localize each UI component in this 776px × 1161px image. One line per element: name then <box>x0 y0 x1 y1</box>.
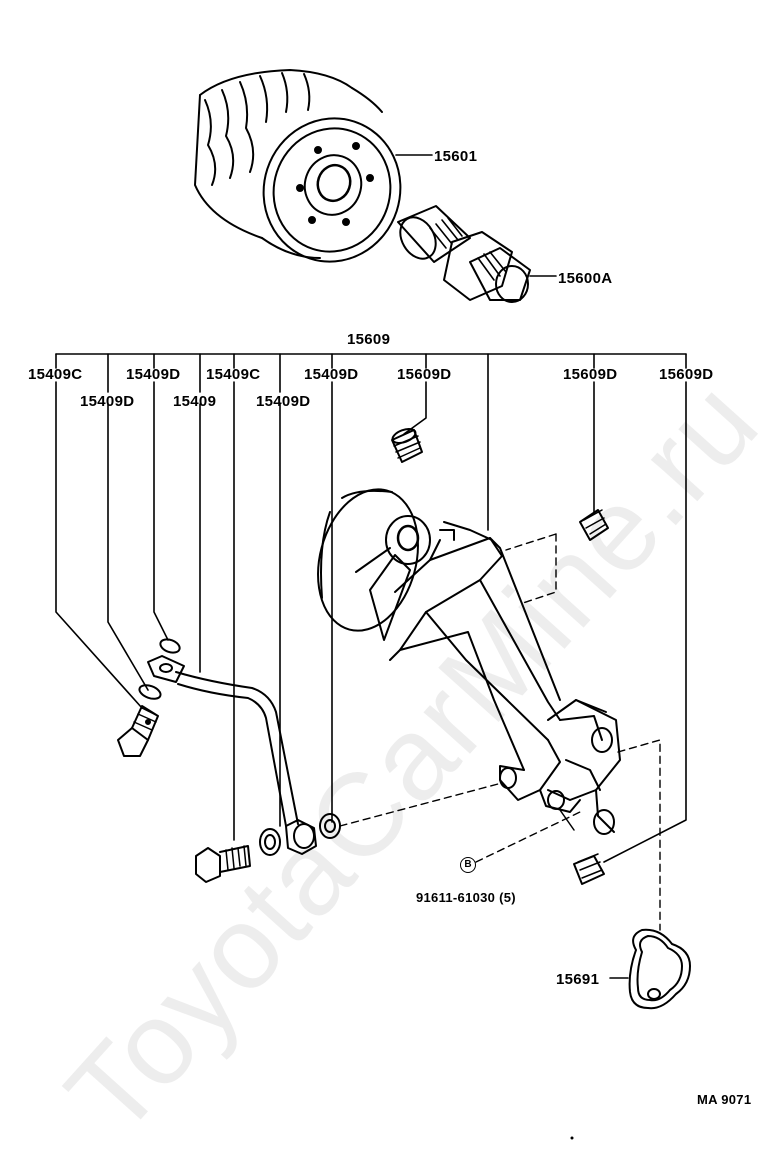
label-15409d-4: 15409D <box>256 393 311 410</box>
plug-right <box>579 509 609 541</box>
plug-top <box>391 428 423 463</box>
label-15409d-1: 15409D <box>126 366 181 383</box>
label-15609: 15609 <box>347 331 391 348</box>
gasket-15691 <box>628 928 691 1010</box>
gasket-washer-2 <box>159 638 181 654</box>
oil-tube <box>147 655 317 855</box>
union-bolt-lower <box>117 705 159 757</box>
label-15409c-2: 15409C <box>206 366 261 383</box>
washer-lower-2 <box>319 813 341 839</box>
label-15600a: 15600A <box>558 270 613 287</box>
plug-bottom <box>573 853 605 885</box>
label-15609d-2: 15609D <box>563 366 618 383</box>
label-15691: 15691 <box>556 971 600 988</box>
label-15409d-2: 15409D <box>304 366 359 383</box>
union-bolt-2 <box>195 845 251 883</box>
washer-lower-1 <box>259 828 281 856</box>
label-bolt-code: 91611-61030 (5) <box>416 890 516 905</box>
label-15609d-3: 15609D <box>659 366 714 383</box>
bolt-mark-b: B <box>460 854 476 873</box>
label-15409c-1: 15409C <box>28 366 83 383</box>
bolt-mark-letter: B <box>460 857 476 873</box>
label-15609d-1: 15609D <box>397 366 452 383</box>
figure-code: MA 9071 <box>697 1092 752 1107</box>
gasket-washer-1 <box>138 684 162 700</box>
oil-filter-bracket <box>317 488 621 835</box>
union-bolt <box>397 205 531 303</box>
label-15409: 15409 <box>173 393 217 410</box>
oil-filter <box>194 69 402 263</box>
label-15409d-3: 15409D <box>80 393 135 410</box>
label-15601: 15601 <box>434 148 478 165</box>
